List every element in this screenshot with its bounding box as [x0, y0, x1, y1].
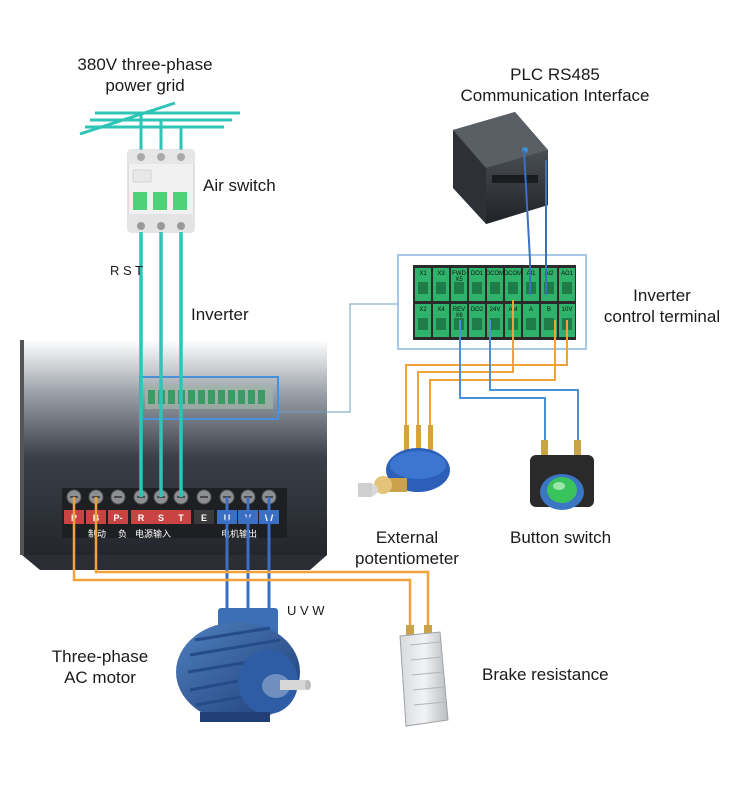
- power-letter: T: [178, 513, 184, 523]
- inverter-mini-terminal: [258, 390, 265, 404]
- inverter-mini-terminal: [148, 390, 155, 404]
- inverter-mini-terminal: [228, 390, 235, 404]
- power-letter: P-: [114, 513, 123, 523]
- power-letter: R: [138, 513, 145, 523]
- terminal-bottom-label: X6: [455, 313, 463, 319]
- terminal-bottom-screw: [490, 318, 500, 330]
- button-switch-label: Button switch: [510, 528, 612, 547]
- power-letter: S: [158, 513, 164, 523]
- inverter-body: [20, 340, 327, 570]
- terminal-top-screw: [490, 282, 500, 294]
- terminal-top-screw: [544, 282, 554, 294]
- terminal-top-screw: [472, 282, 482, 294]
- power-letter-bg: [194, 510, 214, 524]
- terminal-bottom-label: X2: [419, 307, 427, 313]
- terminal-bottom-screw: [436, 318, 446, 330]
- rst-label: R S T: [110, 263, 143, 278]
- inverter-label: Inverter: [191, 305, 249, 324]
- power-letter: E: [201, 513, 207, 523]
- terminal-bottom-label: 10V: [562, 307, 573, 313]
- terminal-bottom-screw: [544, 318, 554, 330]
- terminal-top-screw: [418, 282, 428, 294]
- inverter-mini-terminal: [248, 390, 255, 404]
- uvw-label: U V W: [287, 603, 325, 618]
- button-switch: [530, 440, 594, 510]
- terminal-bottom-label: B: [547, 307, 551, 313]
- button-wires: [459, 320, 579, 445]
- terminal-top-label: DCOM: [486, 271, 504, 277]
- terminal-bottom-screw: [418, 318, 428, 330]
- inverter-mini-terminal: [238, 390, 245, 404]
- inverter-mini-terminal: [198, 390, 205, 404]
- potentiometer-wires: [405, 300, 568, 440]
- power-letter-bg: [171, 510, 191, 524]
- terminal-top-screw: [508, 282, 518, 294]
- terminal-top-label: AI2: [544, 271, 554, 277]
- external-potentiometer-label: External potentiometer: [355, 528, 459, 568]
- terminal-top-label: FWD: [452, 271, 466, 277]
- terminal-top-screw: [562, 282, 572, 294]
- terminal-top-label: AO1: [561, 271, 574, 277]
- terminal-bottom-label: X4: [437, 307, 445, 313]
- rst-wires: [139, 232, 183, 497]
- external-potentiometer: [358, 425, 450, 497]
- air-switch-label: Air switch: [203, 176, 276, 195]
- terminal-bottom-label: DO2: [471, 307, 484, 313]
- power-letter-bg: [108, 510, 128, 524]
- power-grid-label: 380V three-phase power grid: [77, 55, 213, 95]
- uvw-wires: [225, 497, 271, 615]
- terminal-bottom-label: 24V: [490, 307, 501, 313]
- terminal-bottom-label: A: [529, 307, 533, 313]
- air-switch: [127, 149, 195, 233]
- terminal-bottom-screw: [472, 318, 482, 330]
- terminal-top-label: AI1: [526, 271, 536, 277]
- terminal-top-label: X5: [455, 277, 463, 283]
- inverter-mini-terminal: [218, 390, 225, 404]
- brake-wires: [72, 497, 430, 630]
- inverter-mini-terminal: [208, 390, 215, 404]
- control-terminal-label: Inverter control terminal: [603, 286, 721, 326]
- terminal-top-screw: [436, 282, 446, 294]
- plc-label: PLC RS485 Communication Interface: [460, 65, 650, 105]
- inverter-mini-terminal: [188, 390, 195, 404]
- terminal-bottom-screw: [526, 318, 536, 330]
- terminal-top-label: DCOM: [504, 271, 522, 277]
- terminal-top-label: DO1: [471, 271, 484, 277]
- grid-drop-wires: [139, 113, 183, 152]
- terminal-bottom-label: REV: [453, 307, 465, 313]
- brake-resistor: [399, 625, 449, 727]
- power-letter-bg: [131, 510, 151, 524]
- ac-motor: [176, 608, 311, 722]
- terminal-top-label: X1: [419, 271, 427, 277]
- plc-module: [453, 112, 548, 224]
- power-letter-bg: [151, 510, 171, 524]
- terminal-top-label: X3: [437, 271, 445, 277]
- motor-label: Three-phase AC motor: [51, 647, 149, 687]
- inverter-mini-terminal: [168, 390, 175, 404]
- terminal-top-screw: [454, 282, 464, 294]
- group-power-input: 电源输入: [135, 528, 171, 540]
- group-negative: 负: [118, 528, 127, 540]
- plc-wires: [523, 149, 547, 295]
- brake-resistance-label: Brake resistance: [482, 665, 609, 684]
